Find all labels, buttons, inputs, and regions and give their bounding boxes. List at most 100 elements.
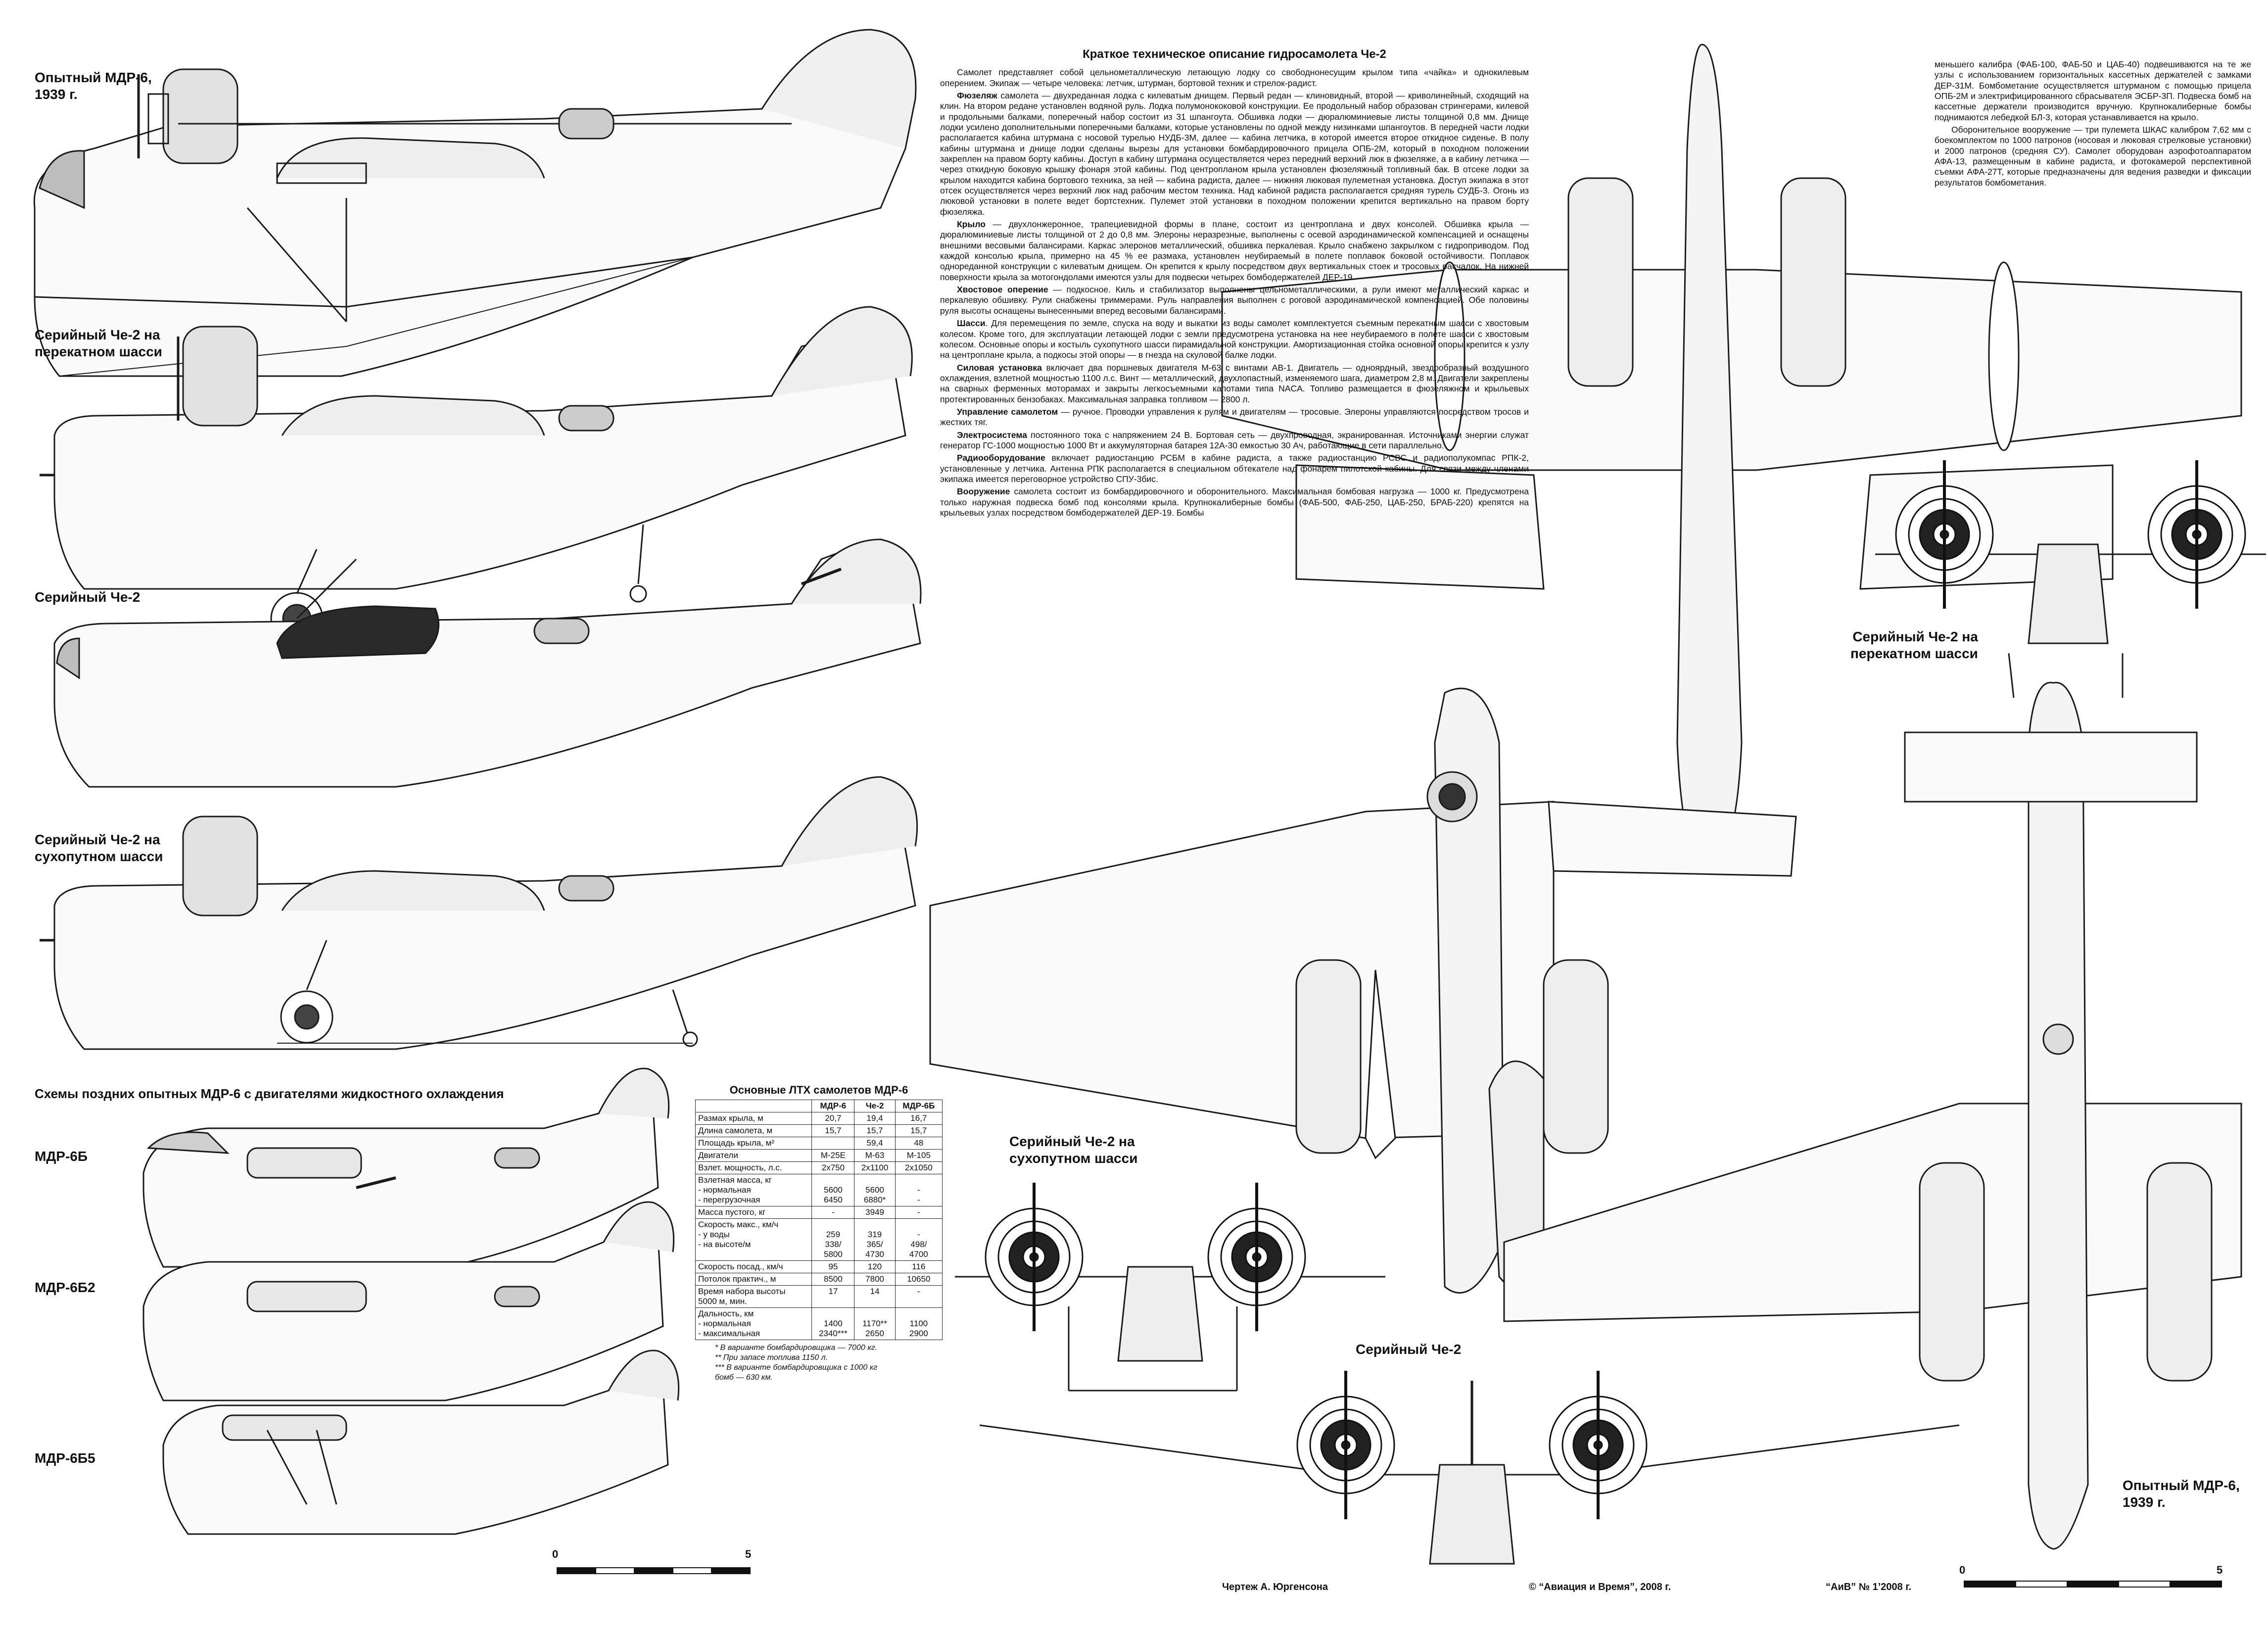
article-paragraph-lead: Силовая установка xyxy=(957,362,1042,373)
article-paragraph: Крыло — двухлонжеронное, трапециевидной … xyxy=(940,219,1529,283)
spec-value: 319 365/ 4730 xyxy=(854,1218,896,1261)
article-paragraph-text: — ручное. Проводки управления к рулям и … xyxy=(940,406,1529,428)
spec-value: 2х1050 xyxy=(895,1161,943,1174)
article-paragraph-lead: Вооружение xyxy=(957,486,1010,497)
bottom-view-che2 xyxy=(929,687,1797,1294)
scheme-mdr6b xyxy=(142,1067,670,1268)
spec-parameter: Размах крыла, м xyxy=(695,1112,812,1125)
side-view-che2-beaching-gear xyxy=(40,306,913,646)
spec-value: - xyxy=(895,1285,943,1308)
spec-value: 2х750 xyxy=(811,1161,855,1174)
spec-table-title: Основные ЛТХ самолетов МДР-6 xyxy=(729,1084,908,1096)
label-mdr6b: МДР-6Б xyxy=(35,1149,88,1164)
side-view-che2 xyxy=(53,538,922,788)
spec-value: 15,7 xyxy=(895,1124,943,1137)
spec-table-header-cell: МДР-6Б xyxy=(895,1100,943,1112)
article-paragraph-lead: Радиооборудование xyxy=(957,453,1045,463)
spec-value: 17 xyxy=(811,1285,855,1308)
article-paragraph: Самолет представляет собой цельнометалли… xyxy=(940,67,1529,89)
spec-value: 8500 xyxy=(811,1273,855,1286)
spec-value: 10650 xyxy=(895,1273,943,1286)
spec-value: 59,4 xyxy=(854,1137,896,1150)
front-view-che2 xyxy=(979,1371,1960,1565)
article-paragraph: Вооружение самолета состоит из бомбардир… xyxy=(940,486,1529,518)
article-paragraph-text: постоянного тока с напряжением 24 В. Бор… xyxy=(940,430,1529,450)
copyright: © “Авиация и Время”, 2008 г. xyxy=(1529,1582,1671,1592)
article-paragraph-text: самолета — двухреданная лодка с килеваты… xyxy=(940,90,1529,217)
spec-value: 1100 2900 xyxy=(895,1307,943,1340)
spec-value: 15,7 xyxy=(811,1124,855,1137)
side-view-mdr6-1939 xyxy=(33,29,917,377)
spec-value: М-25Е xyxy=(811,1149,855,1162)
spec-value: - 498/ 4700 xyxy=(895,1218,943,1261)
spec-value: 48 xyxy=(895,1137,943,1150)
spec-value: 2х1100 xyxy=(854,1161,896,1174)
label-front-che2-land: Серийный Че-2 на сухопутном шасси xyxy=(1009,1134,1138,1166)
article-paragraph-lead: Хвостовое оперение xyxy=(957,285,1048,295)
label-side-che2-land: Серийный Че-2 на сухопутном шасси xyxy=(35,832,163,864)
label-side-mdr6-1939: Опытный МДР-6, 1939 г. xyxy=(35,70,152,102)
label-mdr6b2: МДР-6Б2 xyxy=(35,1280,95,1295)
article-paragraph: меньшего калибра (ФАБ-100, ФАБ-50 и ЦАБ-… xyxy=(1935,59,2251,122)
spec-table-header-cell: МДР-6 xyxy=(811,1100,855,1112)
label-side-che2: Серийный Че-2 xyxy=(35,589,141,605)
spec-value: 95 xyxy=(811,1260,855,1273)
article-paragraph: Шасси. Для перемещения по земле, спуска … xyxy=(940,318,1529,360)
spec-table-row: Дальность, км - нормальная - максимальна… xyxy=(695,1307,943,1340)
scale-bar-left xyxy=(557,1567,751,1574)
spec-parameter: Масса пустого, кг xyxy=(695,1206,812,1219)
spec-value: 19,4 xyxy=(854,1112,896,1125)
scale-right-end: 5 xyxy=(2217,1564,2223,1576)
spec-value: 1400 2340*** xyxy=(811,1307,855,1340)
label-mdr6b5: МДР-6Б5 xyxy=(35,1450,95,1466)
spec-parameter: Взлет. мощность, л.с. xyxy=(695,1161,812,1174)
bottom-view-mdr6-1939 xyxy=(1503,681,2242,1550)
scheme-mdr6b5 xyxy=(162,1349,680,1535)
article-title: Краткое техническое описание гидросамоле… xyxy=(1083,48,1386,61)
spec-value: М-63 xyxy=(854,1149,896,1162)
technical-description: Краткое техническое описание гидросамоле… xyxy=(940,47,1529,520)
article-paragraph: Хвостовое оперение — подкосное. Киль и с… xyxy=(940,285,1529,316)
spec-value: 14 xyxy=(854,1285,896,1308)
schemes-title: Схемы поздних опытных МДР-6 с двигателям… xyxy=(35,1086,504,1101)
scale-left-end: 5 xyxy=(745,1548,752,1560)
issue-number: “АиВ” № 1’2008 г. xyxy=(1826,1582,1912,1592)
spec-value: 3949 xyxy=(854,1206,896,1219)
spec-footnote: *** В варианте бомбардировщика с 1000 кг… xyxy=(715,1363,878,1382)
article-paragraph: Фюзеляж самолета — двухреданная лодка с … xyxy=(940,91,1529,217)
spec-parameter: Дальность, км - нормальная - максимальна… xyxy=(695,1307,812,1340)
spec-value: 120 xyxy=(854,1260,896,1273)
spec-parameter: Потолок практич., м xyxy=(695,1273,812,1286)
scale-right-start: 0 xyxy=(1959,1564,1966,1576)
article-paragraph-text: . Для перемещения по земле, спуска на во… xyxy=(940,318,1529,360)
spec-parameter: Скорость посад., км/ч xyxy=(695,1260,812,1273)
spec-value: 7800 xyxy=(854,1273,896,1286)
spec-parameter: Скорость макс., км/ч - у воды - на высот… xyxy=(695,1218,812,1261)
article-paragraph: Электросистема постоянного тока с напряж… xyxy=(940,430,1529,451)
spec-table-row: Масса пустого, кг-3949- xyxy=(695,1206,943,1219)
spec-value: 1170** 2650 xyxy=(854,1307,896,1340)
article-paragraph: Силовая установка включает два поршневых… xyxy=(940,363,1529,405)
spec-footnote: * В варианте бомбардировщика — 7000 кг. xyxy=(715,1344,878,1352)
spec-value: 259 338/ 5800 xyxy=(811,1218,855,1261)
technical-description-continued: меньшего калибра (ФАБ-100, ФАБ-50 и ЦАБ-… xyxy=(1935,59,2251,190)
article-paragraph: Управление самолетом — ручное. Проводки … xyxy=(940,407,1529,428)
scale-left-start: 0 xyxy=(552,1548,559,1560)
side-view-che2-land-gear xyxy=(40,776,918,1050)
article-paragraph-text: включает два поршневых двигателя М-63 с … xyxy=(940,362,1529,404)
scale-bar-right xyxy=(1964,1581,2222,1588)
drawing-credit: Чертеж А. Юргенсона xyxy=(1222,1582,1328,1592)
article-paragraph-text: — подкосное. Киль и стабилизатор выполне… xyxy=(940,285,1529,316)
label-front-che2-beaching: Серийный Че-2 на перекатном шасси xyxy=(1850,629,1978,661)
spec-table-row: Взлетная масса, кг - нормальная - перегр… xyxy=(695,1174,943,1206)
spec-value: 5600 6880* xyxy=(854,1174,896,1206)
